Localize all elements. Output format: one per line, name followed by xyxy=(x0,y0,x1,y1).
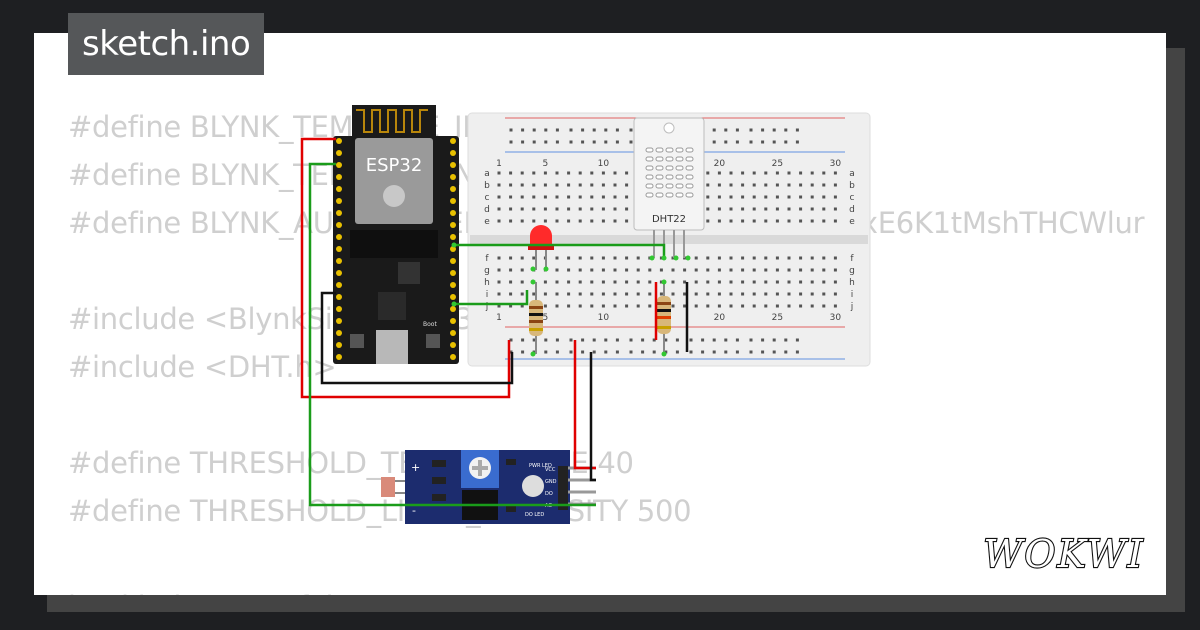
breadboard-row-label: c xyxy=(850,193,855,203)
breadboard-row-label: j xyxy=(485,302,489,312)
breadboard-row-label: c xyxy=(485,193,490,203)
breadboard-row-label: i xyxy=(486,290,489,300)
breadboard-row-label: g xyxy=(849,266,855,276)
esp32-pin xyxy=(450,186,456,192)
breadboard: 115510101515202025253030aabbccddeeffgghh… xyxy=(467,112,871,367)
breadboard-column-number: 5 xyxy=(543,313,549,323)
pwr-led-label: PWR LED xyxy=(529,463,552,469)
ldr-plus-label: + xyxy=(411,461,420,474)
breadboard-row-label: f xyxy=(485,254,489,264)
esp32-pin xyxy=(450,174,456,180)
ldr-minus-label: - xyxy=(412,504,416,517)
breadboard-row-label: d xyxy=(849,205,855,215)
esp32-pin xyxy=(336,330,342,336)
esp32-pin xyxy=(336,318,342,324)
wokwi-logo[interactable]: WOKWI xyxy=(978,527,1150,577)
resistor-2 xyxy=(657,282,671,354)
breadboard-column-number: 5 xyxy=(543,159,549,169)
gnd-label: GND xyxy=(545,479,557,485)
esp32-pin xyxy=(336,354,342,360)
breadboard-row-label: i xyxy=(851,290,854,300)
red-led xyxy=(528,225,554,270)
esp32-pin xyxy=(336,294,342,300)
breadboard-column-number: 20 xyxy=(714,159,726,169)
esp32-pin xyxy=(336,234,342,240)
resistor-1 xyxy=(529,282,543,354)
breadboard-row-label: j xyxy=(850,302,854,312)
breadboard-column-number: 30 xyxy=(830,313,842,323)
breadboard-row-label: h xyxy=(849,278,855,288)
vcc-label: VCC xyxy=(545,467,556,473)
esp32-pin xyxy=(450,246,456,252)
esp32-pin xyxy=(336,210,342,216)
code-line: #include <DHT.h> xyxy=(68,350,337,384)
do-led-label: DO LED xyxy=(525,512,544,518)
esp32-pin xyxy=(336,198,342,204)
esp32-pin xyxy=(450,282,456,288)
esp32-pin xyxy=(450,342,456,348)
breadboard-column-number: 10 xyxy=(598,313,610,323)
esp32-pin xyxy=(450,306,456,312)
esp32-pin xyxy=(336,282,342,288)
esp32-pin xyxy=(450,354,456,360)
photoresistor xyxy=(381,477,395,497)
esp32-pin xyxy=(336,258,342,264)
esp32-pin xyxy=(450,150,456,156)
breadboard-column-number: 1 xyxy=(496,159,502,169)
breadboard-row-label: h xyxy=(484,278,490,288)
esp32-board: ESP32 Boot xyxy=(333,105,459,364)
breadboard-row-label: e xyxy=(849,217,855,227)
esp32-pin xyxy=(450,258,456,264)
esp32-pin xyxy=(336,342,342,348)
esp32-pin xyxy=(450,270,456,276)
esp32-pin xyxy=(336,174,342,180)
esp32-pin xyxy=(336,270,342,276)
usb-port xyxy=(376,330,408,364)
esp32-pin xyxy=(336,150,342,156)
breadboard-row-label: f xyxy=(850,254,854,264)
esp32-pin xyxy=(336,186,342,192)
dht22-label: DHT22 xyxy=(652,214,686,225)
esp32-pin xyxy=(450,234,456,240)
esp32-pin xyxy=(450,330,456,336)
espressif-logo xyxy=(383,185,405,207)
esp32-pin xyxy=(450,198,456,204)
breadboard-column-number: 10 xyxy=(598,159,610,169)
breadboard-column-number: 30 xyxy=(830,159,842,169)
esp32-label: ESP32 xyxy=(366,155,423,176)
wires xyxy=(300,137,691,507)
esp32-pin xyxy=(336,246,342,252)
esp32-pin xyxy=(336,306,342,312)
code-line: bool ledState = false; xyxy=(68,583,1144,595)
breadboard-column-number: 1 xyxy=(496,313,502,323)
esp32-pin xyxy=(336,162,342,168)
file-tab[interactable]: sketch.ino xyxy=(68,13,265,75)
esp32-pin xyxy=(450,222,456,228)
boot-label: Boot xyxy=(423,321,437,328)
wokwi-logo-text: WOKWI xyxy=(983,532,1144,576)
esp32-pin xyxy=(450,162,456,168)
ldr-module: + - PWR LED VCC GND DO AO DO LED xyxy=(381,450,596,524)
dht22-sensor: DHT22 xyxy=(633,117,705,258)
breadboard-column-number: 25 xyxy=(772,313,783,323)
breadboard-row-label: a xyxy=(849,169,855,179)
breadboard-column-number: 20 xyxy=(714,313,726,323)
breadboard-column-number: 25 xyxy=(772,159,783,169)
esp32-pin xyxy=(450,210,456,216)
esp32-pin xyxy=(336,138,342,144)
esp32-pin xyxy=(450,294,456,300)
breadboard-row-label: a xyxy=(484,169,490,179)
esp32-pin xyxy=(450,318,456,324)
breadboard-row-label: b xyxy=(484,181,490,191)
breadboard-row-label: d xyxy=(484,205,490,215)
do-label: DO xyxy=(545,491,553,497)
esp32-pin xyxy=(450,138,456,144)
breadboard-row-label: g xyxy=(484,266,490,276)
esp32-pin xyxy=(336,222,342,228)
breadboard-row-label: e xyxy=(484,217,490,227)
breadboard-row-label: b xyxy=(849,181,855,191)
